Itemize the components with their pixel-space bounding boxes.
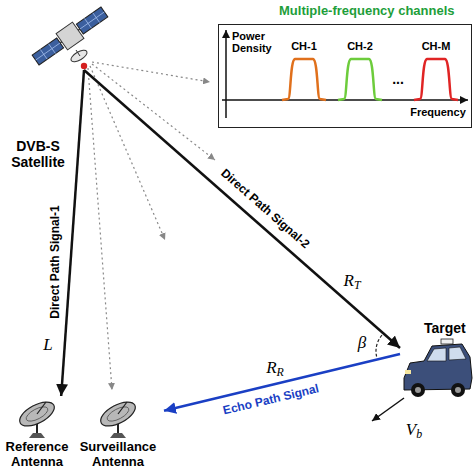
distance-label: RR bbox=[266, 359, 284, 378]
node-label: Surveillance Antenna bbox=[76, 440, 160, 470]
axis-label: Frequency bbox=[410, 106, 466, 118]
channel-label: CH-1 bbox=[291, 40, 317, 52]
node-label: Target bbox=[424, 320, 466, 336]
antenna-icon bbox=[97, 397, 139, 438]
antenna-icon bbox=[16, 397, 58, 438]
spectrum-axes bbox=[222, 30, 468, 118]
signal-path bbox=[84, 70, 400, 348]
axis-label: Power Density bbox=[232, 30, 280, 54]
signal-path bbox=[61, 70, 84, 396]
distance-label: RT bbox=[343, 272, 360, 291]
channel-label: CH-2 bbox=[347, 40, 373, 52]
angle-arc bbox=[376, 335, 382, 356]
car-icon bbox=[404, 339, 472, 397]
channel-spectrum bbox=[282, 59, 458, 100]
edge-label: Direct Path Signal-1 bbox=[49, 205, 62, 318]
node-label: Multiple-frequency channels bbox=[279, 4, 455, 19]
velocity-arrow bbox=[372, 398, 404, 421]
node-label: Reference Antenna bbox=[2, 440, 72, 470]
angle-label: β bbox=[358, 334, 366, 353]
antenna-node: Surveillance Antenna bbox=[76, 396, 164, 470]
distance-label: L bbox=[43, 336, 52, 355]
ellipsis: ... bbox=[392, 72, 404, 87]
target-node: Target bbox=[400, 318, 472, 398]
node-label: DVB-S Satellite bbox=[5, 138, 71, 170]
edge-label: Echo Path Signal bbox=[222, 382, 320, 417]
satellite-node: DVB-S Satellite bbox=[45, 8, 105, 70]
broadcast-lines bbox=[88, 62, 215, 390]
channel-label: CH-M bbox=[422, 40, 451, 52]
edge-label: Direct Path Signal-2 bbox=[218, 167, 312, 252]
velocity-label: Vb bbox=[406, 421, 422, 440]
satellite-icon bbox=[30, 4, 110, 69]
antenna-node: Reference Antenna bbox=[2, 396, 76, 470]
